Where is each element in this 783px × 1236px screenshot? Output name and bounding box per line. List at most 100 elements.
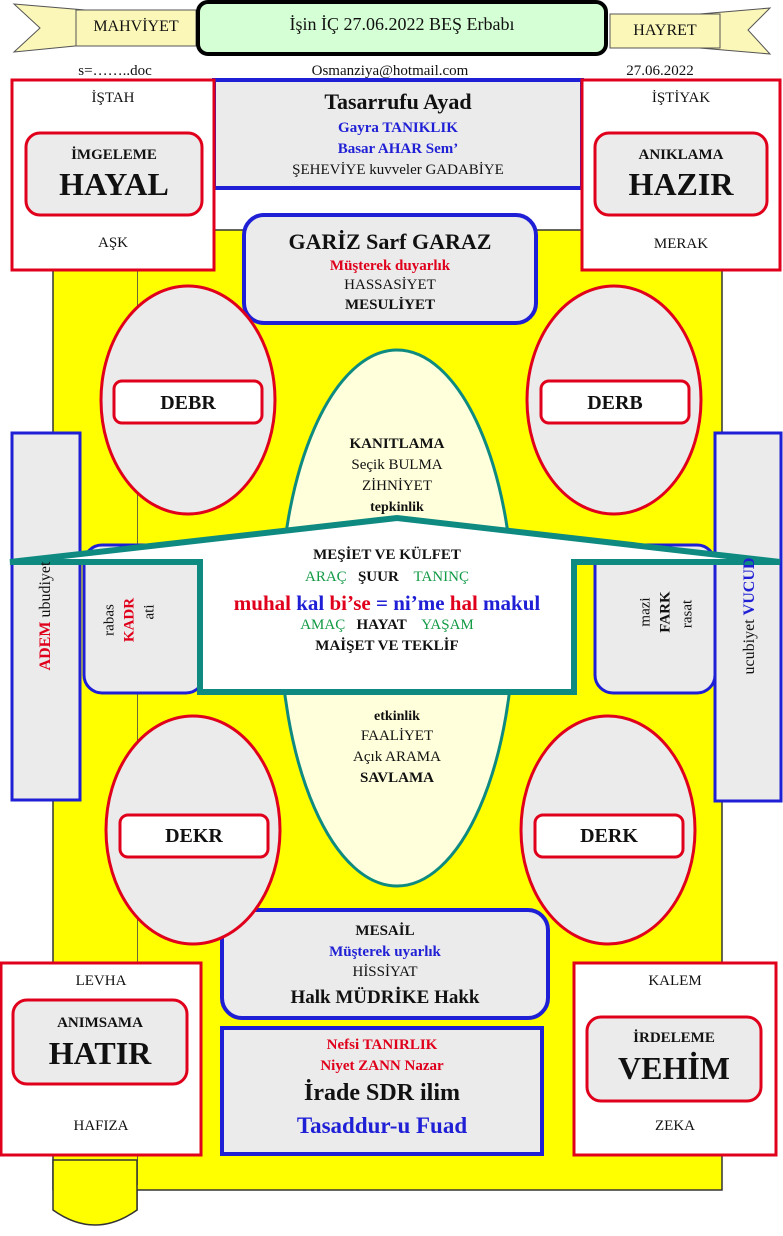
center-house-shape	[9, 514, 781, 695]
ask-label: AŞK	[97, 235, 128, 251]
tepkinlik: tepkinlik	[370, 500, 424, 514]
right-side-vertical-text: ucubiyet VUCUD	[741, 558, 759, 675]
hissiyat: HİSSİYAT	[352, 964, 418, 980]
hazir-label: HAZIR	[628, 166, 734, 202]
left-banner-shape	[75, 9, 197, 47]
eq-nime: ni’me	[393, 591, 445, 615]
left-side-bar-shape	[10, 431, 82, 802]
maiset-teklif: MAİŞET VE TEKLİF	[315, 638, 459, 654]
zihniyet: ZİHNİYET	[362, 478, 432, 494]
mazi: mazi	[637, 597, 654, 627]
left-banner-label: MAHVİYET	[93, 18, 179, 35]
yasam: YAŞAM	[421, 617, 474, 633]
mesail-box-shape	[220, 908, 550, 1020]
top-left-inner-shape	[24, 131, 204, 217]
yellow-bottom-cap	[52, 1159, 138, 1226]
oval-bottom-left-label-shape	[118, 813, 270, 859]
tasarrufu-title: Tasarrufu Ayad	[324, 89, 472, 114]
etkinlik: etkinlik	[374, 709, 420, 724]
kadr: KADR	[121, 597, 138, 643]
mesail-title: MESAİL	[355, 923, 415, 939]
ubudiyet: ubudiyet	[37, 561, 54, 618]
zeka-label: ZEKA	[655, 1118, 695, 1134]
yellow-inner-line-left	[137, 245, 138, 1185]
halk-mudrike-hakk: Halk MÜDRİKE Hakk	[290, 987, 480, 1008]
ucubiyet: ucubiyet	[741, 619, 758, 675]
derb-label: DERB	[587, 392, 643, 414]
eq-kal: kal	[296, 591, 325, 615]
eq-makul: makul	[483, 591, 541, 615]
rabas: rabas	[101, 604, 118, 636]
left-side-vertical-text: ADEM ubudiyet	[37, 562, 55, 671]
adem: ADEM	[37, 621, 54, 671]
rasat: rasat	[679, 599, 696, 629]
left-ribbon	[12, 3, 86, 53]
animsama-label: ANIMSAMA	[57, 1015, 143, 1031]
mesuliyet: MESULİYET	[344, 297, 436, 311]
kanitlama: KANITLAMA	[349, 436, 445, 452]
irdeleme-label: İRDELEME	[633, 1030, 715, 1046]
hafiza-label: HAFIZA	[73, 1118, 129, 1134]
arac: ARAÇ	[305, 569, 347, 585]
right-inner-panel-shape	[593, 543, 717, 695]
kalem-label: KALEM	[648, 973, 702, 989]
bottom-left-inner-shape	[11, 998, 189, 1086]
oval-top-right-label-shape	[539, 379, 691, 425]
right-side-bar-shape	[713, 431, 783, 803]
amac-hayat-yasam-row: AMAÇ HAYAT YAŞAM	[200, 617, 574, 634]
meset-kulfet: MEŞİET VE KÜLFET	[313, 547, 461, 563]
gariz-box-shape	[242, 213, 538, 325]
tasaddur-u-fuad: Tasaddur-u Fuad	[296, 1113, 468, 1138]
imgeleme-label: İMGELEME	[71, 147, 157, 163]
levha-label: LEVHA	[75, 973, 127, 989]
vehim-label: VEHİM	[618, 1050, 730, 1086]
eq-muhal: muhal	[233, 591, 291, 615]
eq-bise: bi’se	[329, 591, 371, 615]
hassasiyet: HASSASİYET	[344, 277, 436, 293]
equation-row: muhal kal bi’se = ni’me hal makul	[200, 591, 574, 616]
merak-label: MERAK	[653, 236, 709, 252]
email-text: Osmanziya@hotmail.com	[311, 63, 469, 79]
vucud: VUCUD	[741, 557, 758, 616]
eq-equals: =	[375, 591, 388, 615]
nefsi-tanirlik: Nefsi TANIRLIK	[326, 1037, 438, 1053]
secik-bulma: Seçik BULMA	[351, 457, 443, 473]
bottom-right-inner-shape	[585, 1015, 763, 1103]
hayat: HAYAT	[356, 617, 407, 633]
eq-hal: hal	[449, 591, 478, 615]
gariz-title: GARİZ Sarf GARAZ	[288, 229, 492, 254]
bottom-center-box-shape	[220, 1026, 544, 1156]
amac: AMAÇ	[300, 617, 346, 633]
hatir-label: HATIR	[48, 1035, 152, 1071]
musterek-duyarlik: Müşterek duyarlık	[329, 258, 451, 274]
top-right-inner-shape	[593, 131, 769, 217]
savlama: SAVLAMA	[360, 770, 434, 786]
acik-arama: Açık ARAMA	[353, 749, 441, 765]
faaliyet: FAALİYET	[360, 728, 434, 744]
istah-label: İŞTAH	[91, 90, 135, 106]
right-banner-label: HAYRET	[633, 22, 697, 39]
aniklama-label: ANIKLAMA	[638, 147, 724, 163]
seheviye-line: ŞEHEVİYE kuvveler GADABİYE	[292, 162, 504, 178]
derk-label: DERK	[580, 825, 638, 847]
top-center-box-shape	[212, 78, 584, 190]
gayra-taniklik: Gayra TANIKLIK	[338, 120, 458, 136]
istiyak-label: İŞTİYAK	[651, 90, 711, 106]
suur: ŞUUR	[357, 569, 399, 585]
oval-top-left-label-shape	[112, 379, 264, 425]
title-box-shape	[196, 0, 608, 56]
fark: FARK	[657, 591, 674, 633]
doc-field: s=……..doc	[78, 63, 152, 79]
taninc: TANINÇ	[413, 569, 469, 585]
niyet-zann-nazar: Niyet ZANN Nazar	[320, 1058, 444, 1074]
musterek-uyarlik: Müşterek uyarlık	[329, 944, 441, 960]
date-text: 27.06.2022	[626, 63, 694, 79]
oval-bottom-right-label-shape	[533, 813, 685, 859]
irade-sdr-ilim: İrade SDR ilim	[304, 1080, 460, 1106]
debr-label: DEBR	[160, 392, 216, 414]
ati: ati	[141, 604, 158, 620]
page-title: İşin İÇ 27.06.2022 BEŞ Erbabı	[289, 14, 515, 34]
hayal-label: HAYAL	[59, 166, 169, 202]
dekr-label: DEKR	[165, 825, 223, 847]
